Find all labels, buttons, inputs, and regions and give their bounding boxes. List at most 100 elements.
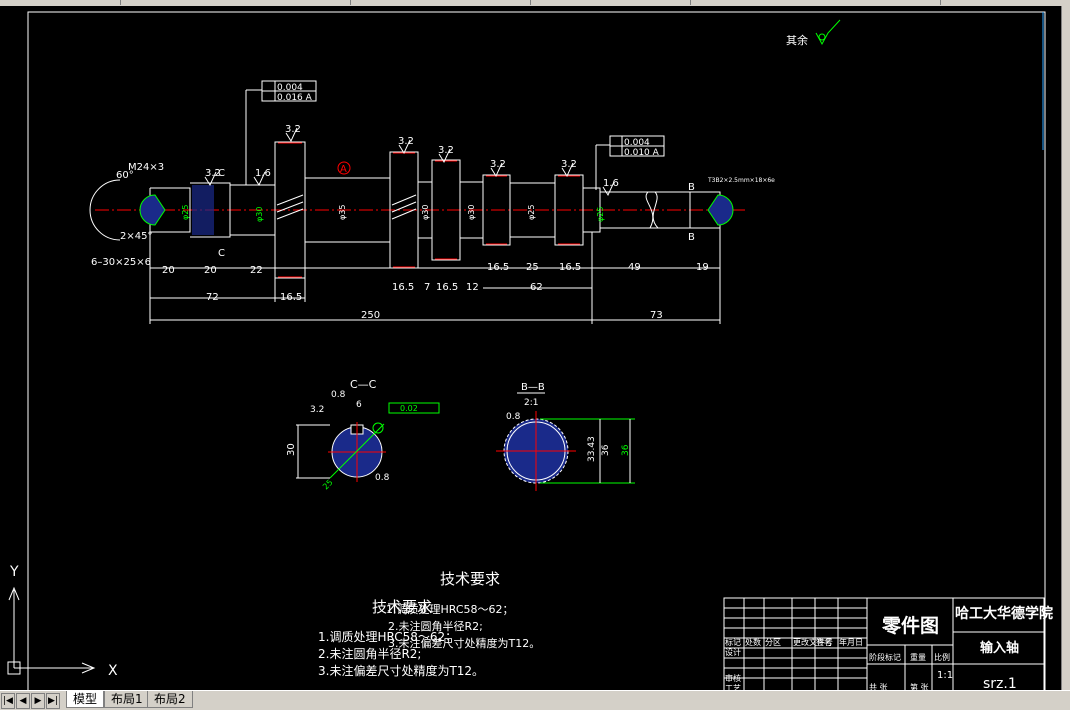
svg-text:73: 73 [650,310,663,321]
svg-text:3.2: 3.2 [398,136,414,147]
svg-text:16.5: 16.5 [559,262,581,273]
svg-text:0.010 A: 0.010 A [624,148,660,158]
thread-label: M24×3 [128,162,164,173]
svg-text:重量: 重量 [910,652,926,662]
tech-requirements-title-ghost: 技术要求 [372,598,432,616]
svg-text:30: 30 [286,443,297,456]
svg-text:3.2: 3.2 [285,124,301,135]
svg-text:3.未注偏差尺寸处精度为T12。: 3.未注偏差尺寸处精度为T12。 [388,636,540,650]
svg-text:16.5: 16.5 [392,282,414,293]
tab-model[interactable]: 模型 [66,691,105,708]
svg-text:62: 62 [530,282,543,293]
drawing-canvas[interactable]: 其余 60° M24×3 2×45° 6–30 [0,6,1062,693]
svg-text:工艺: 工艺 [725,684,741,690]
next-tab-button[interactable]: ▶ [31,693,45,709]
part-name: 输入轴 [980,640,1019,656]
svg-text:φ30: φ30 [467,205,476,220]
spline-end-hatch [707,194,734,226]
section-bb: B—B 2:1 33.43 36 36 0.8 [496,382,635,491]
tech-requirements-list: 1.调质处理HRC58～62； 2.未注圆角半径R2; 3.未注偏差尺寸处精度为… [318,630,484,678]
svg-text:25: 25 [526,262,539,273]
svg-text:36: 36 [621,444,631,456]
tab-layout1[interactable]: 布局1 [104,691,150,708]
spline-label: 6–30×25×6 [91,257,151,268]
cad-drawing[interactable]: 其余 60° M24×3 2×45° 6–30 [0,6,1062,693]
dimension-values: 20 20 22 16.5 16.5 7 16.5 12 16.5 25 16.… [162,262,709,321]
svg-text:标记: 标记 [725,637,741,647]
svg-text:25: 25 [321,478,335,492]
gear-helix-lines [276,194,417,220]
toolbar-segment[interactable] [350,0,531,5]
tech-requirements-title: 技术要求 [440,570,500,588]
angle-label: 60° [116,170,134,181]
ucs-y-label: Y [9,564,19,580]
chamfer-label: 2×45° [120,231,152,242]
roughness-note: 其余 [786,33,808,47]
svg-text:19: 19 [696,262,709,273]
svg-text:φ25: φ25 [596,207,605,222]
svg-text:0.8: 0.8 [506,412,521,422]
svg-text:1.调质处理HRC58～62；: 1.调质处理HRC58～62； [386,603,514,616]
svg-text:设计: 设计 [725,647,741,657]
svg-text:更改文件号: 更改文件号 [793,637,833,647]
svg-text:20: 20 [204,265,217,276]
svg-text:1.6: 1.6 [603,178,619,189]
svg-text:φ30: φ30 [255,207,264,222]
toolbar-segment[interactable] [690,0,941,5]
svg-text:0.004: 0.004 [277,83,303,93]
roughness-marks: 3.2 3.2 3.2 3.2 3.2 3.2 1.6 1.6 C [205,124,619,189]
first-tab-button[interactable]: |◀ [1,693,15,709]
prev-tab-button[interactable]: ◀ [16,693,30,709]
bearing-seat-fill [192,185,214,235]
tolerance-box-1: 0.004 0.016 A [245,80,317,185]
svg-text:3.2: 3.2 [490,159,506,170]
svg-text:签名: 签名 [816,637,832,647]
scale-value: 1:1 [937,670,953,681]
svg-text:16.5: 16.5 [280,292,302,303]
roughness-symbol-icon [815,19,841,46]
spline-note: T3B2×2.5mm×18×6e [707,177,775,184]
svg-text:处数: 处数 [745,637,761,647]
drawing-code: srz.1 [983,676,1017,690]
svg-text:第 张: 第 张 [910,682,929,690]
school-name: 哈工大华德学院 [955,605,1053,622]
svg-text:2.未注圆角半径R2;: 2.未注圆角半径R2; [318,646,421,661]
svg-text:3.2: 3.2 [205,168,221,179]
svg-text:3.2: 3.2 [310,405,324,415]
svg-text:1.调质处理HRC58～62；: 1.调质处理HRC58～62； [318,630,457,644]
svg-text:3.2: 3.2 [561,159,577,170]
vertical-scrollbar[interactable] [1061,6,1070,690]
angle-arc [89,179,121,241]
tab-layout2[interactable]: 布局2 [147,691,193,708]
roughness-circle-icon [818,33,826,41]
svg-text:22: 22 [250,265,263,276]
svg-text:7: 7 [424,282,430,293]
svg-text:共 张: 共 张 [869,683,888,690]
drawing-border [27,11,1046,693]
svg-text:20: 20 [162,265,175,276]
svg-text:0.004: 0.004 [624,138,650,148]
svg-text:1.6: 1.6 [255,168,271,179]
svg-text:φ25: φ25 [527,205,536,220]
toolbar-segment[interactable] [530,0,691,5]
layout-tab-bar: |◀ ◀ ▶ ▶| 模型 布局1 布局2 [0,690,1070,710]
drawing-type-label: 零件图 [881,614,939,637]
title-block [723,597,1045,693]
last-tab-button[interactable]: ▶| [46,693,60,709]
section-b-label-bottom: B [688,232,695,243]
svg-text:16.5: 16.5 [487,262,509,273]
svg-text:C: C [218,168,225,179]
svg-text:2:1: 2:1 [524,398,538,408]
svg-text:3.2: 3.2 [438,145,454,156]
svg-text:B—B: B—B [521,382,545,393]
tolerance-box-2: 0.004 0.010 A [595,135,665,190]
tech-ghost-list: 1.调质处理HRC58～62； 2.未注圆角半径R2; 3.未注偏差尺寸处精度为… [386,603,540,650]
svg-text:49: 49 [628,262,641,273]
section-cc: C—C 30 6 25 3.2 0.8 0.02 0.8 [286,378,440,492]
svg-text:0.8: 0.8 [375,473,390,483]
svg-text:0.02: 0.02 [400,404,418,413]
section-b-label-top: B [688,182,695,193]
toolbar-segment[interactable] [120,0,351,5]
toolbar-segment[interactable] [0,0,121,5]
svg-text:36: 36 [601,444,611,456]
